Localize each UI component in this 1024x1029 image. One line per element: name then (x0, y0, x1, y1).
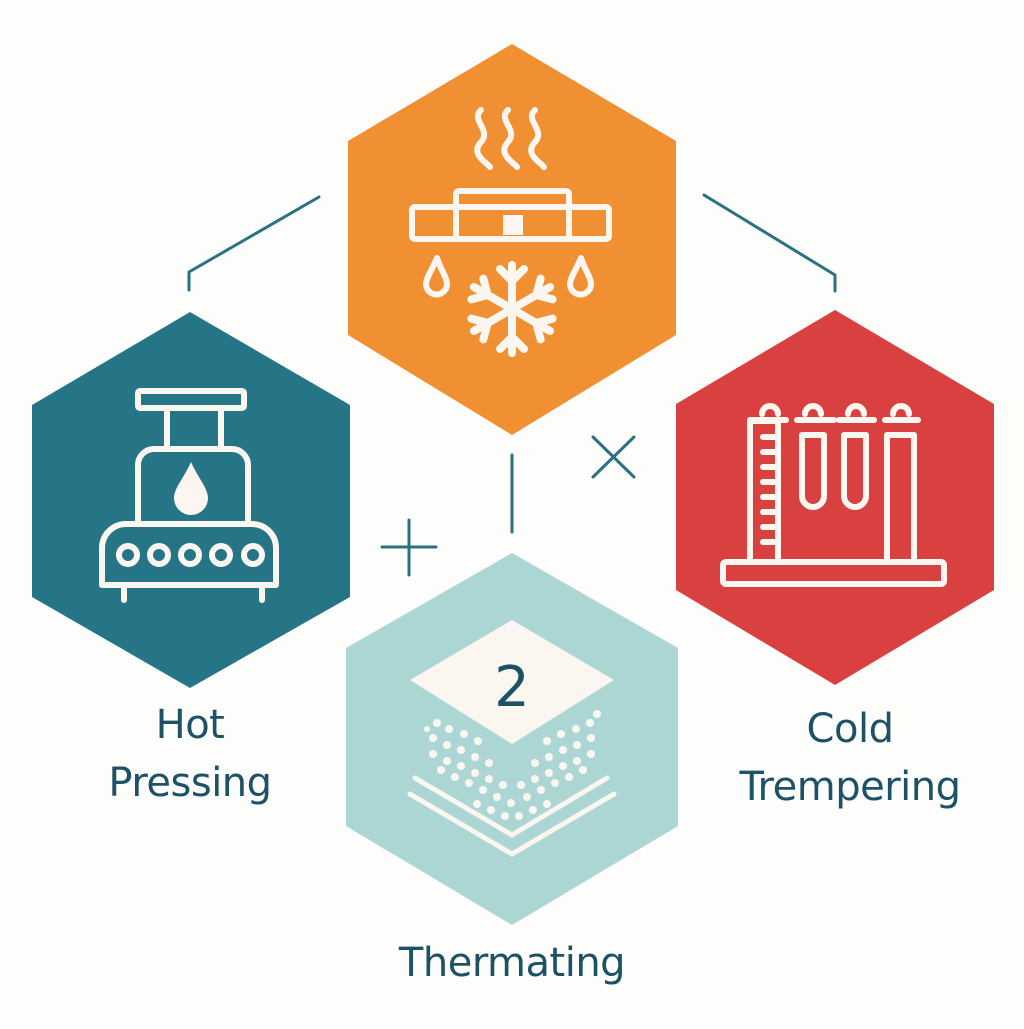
hexagon-cold-trempering[interactable] (676, 310, 994, 685)
label-cold-trempering-line2: Trempering (739, 764, 962, 810)
label-hot-pressing: Hot Pressing (70, 696, 310, 812)
hexagon-red (676, 310, 994, 685)
hexagon-hot-pressing[interactable] (32, 312, 350, 688)
plus-sign (380, 518, 438, 577)
label-cold-trempering-line1: Cold (806, 706, 894, 752)
label-thermating-line1: Thermating (398, 940, 626, 986)
droplet-icon (174, 462, 208, 515)
hexagon-thermating[interactable]: 2 (346, 553, 678, 925)
label-thermating: Thermating (362, 934, 662, 992)
left-elbow-connector (187, 195, 321, 292)
heat-cool-press-icon (409, 107, 612, 298)
multiply-sign (591, 435, 636, 479)
label-hot-pressing-line2: Pressing (108, 760, 272, 806)
step-number-badge: 2 (494, 655, 530, 720)
press-machine-icon (99, 388, 279, 603)
test-tubes-rack-icon (720, 403, 947, 587)
layered-material-icon (407, 620, 617, 857)
snowflake-icon (467, 261, 557, 357)
right-elbow-connector (702, 193, 837, 293)
label-cold-trempering: Cold Trempering (700, 700, 1000, 816)
hexagon-top-process[interactable] (348, 44, 676, 435)
label-hot-pressing-line1: Hot (155, 702, 225, 748)
